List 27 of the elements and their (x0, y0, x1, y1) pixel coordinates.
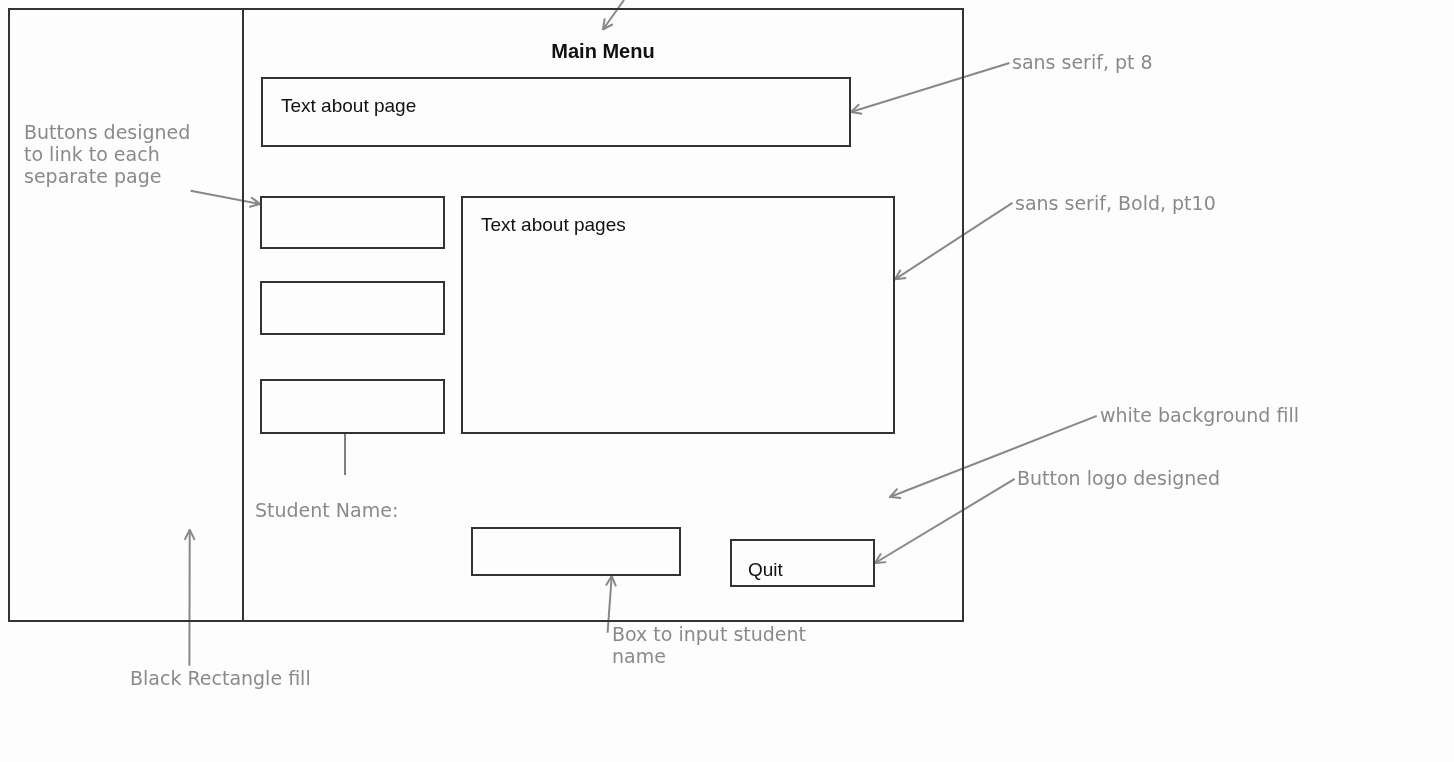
annotation: Box to input student name (612, 624, 808, 668)
arrow (602, 0, 625, 31)
arrow (189, 189, 261, 208)
placeholder-text: Text about pages (481, 214, 626, 236)
annotation: sans serif, Bold, pt10 (1015, 193, 1217, 215)
arrow (605, 575, 617, 634)
menu-button (260, 379, 445, 434)
annotation: Black Rectangle fill (130, 668, 312, 690)
annotation: Button logo designed (1017, 468, 1222, 490)
arrow (874, 477, 1016, 564)
menu-button (260, 281, 445, 335)
arrow (889, 414, 1098, 499)
annotation: sans serif, pt 8 (1012, 52, 1154, 74)
annotation: Buttons designed to link to each separate page (24, 122, 192, 188)
arrow (894, 201, 1014, 281)
quit-button: Quit (730, 539, 875, 587)
main-panel (242, 8, 964, 622)
side-panel (8, 8, 244, 622)
text-panel (261, 77, 851, 147)
text-panel (461, 196, 895, 434)
arrow (850, 61, 1011, 115)
menu-button (260, 196, 445, 249)
placeholder-text: Text about page (281, 95, 417, 117)
heading: Main Menu (550, 40, 656, 63)
annotation: white background fill (1100, 405, 1300, 427)
field-label: Student Name: (255, 499, 399, 521)
arrow (183, 528, 196, 667)
